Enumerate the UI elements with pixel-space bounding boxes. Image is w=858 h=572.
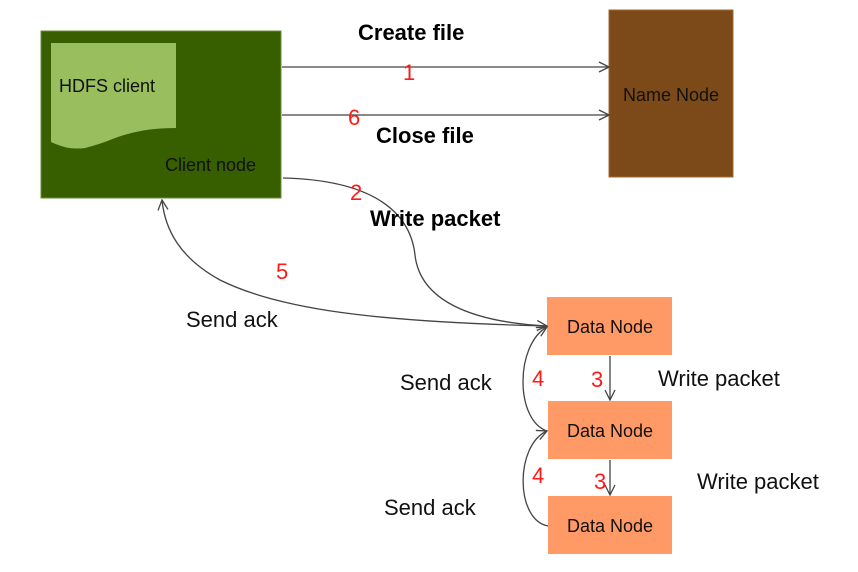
client-node: HDFS client Client node xyxy=(40,30,282,199)
step-4-second: 4 xyxy=(532,463,544,488)
data-node-1-label: Data Node xyxy=(567,317,653,337)
client-node-label: Client node xyxy=(165,155,256,175)
create-file-label: Create file xyxy=(358,20,464,45)
step-2: 2 xyxy=(350,180,362,205)
name-node-label: Name Node xyxy=(623,85,719,105)
step-1: 1 xyxy=(403,60,415,85)
name-node: Name Node xyxy=(608,9,734,178)
write-packet-client-arrow xyxy=(282,177,547,326)
hdfs-client-label: HDFS client xyxy=(59,76,155,96)
step-3-second: 3 xyxy=(594,469,606,494)
write-packet-dn1-label: Write packet xyxy=(658,366,780,391)
send-ack-client-arrow xyxy=(162,200,548,327)
step-5: 5 xyxy=(276,259,288,284)
data-node-2: Data Node xyxy=(548,401,672,459)
step-6: 6 xyxy=(348,105,360,130)
data-node-3-label: Data Node xyxy=(567,516,653,536)
send-ack-dn2-arrow xyxy=(522,327,547,432)
data-node-2-label: Data Node xyxy=(567,421,653,441)
step-3-first: 3 xyxy=(591,367,603,392)
hdfs-client-document-shape xyxy=(51,43,176,150)
close-file-label: Close file xyxy=(376,123,474,148)
write-packet-client-label: Write packet xyxy=(370,206,501,231)
data-node-1: Data Node xyxy=(547,297,672,355)
send-ack-client-label: Send ack xyxy=(186,307,279,332)
data-node-3: Data Node xyxy=(548,496,672,554)
send-ack-dn3-arrow xyxy=(522,431,548,527)
write-packet-dn2-label: Write packet xyxy=(697,469,819,494)
send-ack-dn2-label: Send ack xyxy=(400,370,493,395)
step-4-first: 4 xyxy=(532,366,544,391)
send-ack-dn3-label: Send ack xyxy=(384,495,477,520)
